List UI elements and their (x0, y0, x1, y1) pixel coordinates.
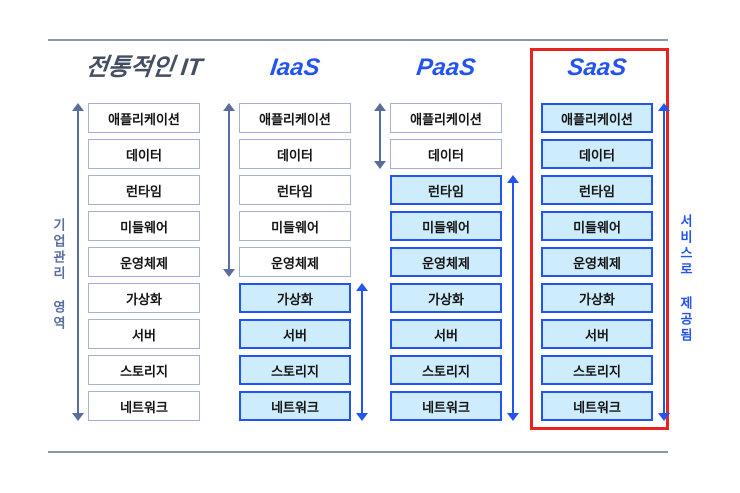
service-provided-arrow-iaas-line (361, 288, 363, 416)
layer-box-paas-8: 스토리지 (390, 355, 502, 385)
layer-box-saas-9: 네트워크 (541, 391, 653, 421)
layer-box-paas-4: 미들웨어 (390, 211, 502, 241)
saas-highlight-box (530, 48, 669, 430)
layer-box-saas-3: 런타임 (541, 175, 653, 205)
column-title-saas: SaaS (566, 54, 629, 81)
layer-box-iaas-1: 애플리케이션 (239, 103, 351, 133)
layer-box-iaas-5: 운영체제 (239, 247, 351, 277)
company-managed-arrow-traditional-it-line (77, 108, 79, 416)
layer-box-traditional-it-7: 서버 (88, 319, 200, 349)
layer-box-saas-2: 데이터 (541, 139, 653, 169)
layer-box-paas-1: 애플리케이션 (390, 103, 502, 133)
layer-box-traditional-it-9: 네트워크 (88, 391, 200, 421)
layer-box-traditional-it-1: 애플리케이션 (88, 103, 200, 133)
service-provided-arrow-paas-line (512, 180, 514, 416)
layer-box-traditional-it-8: 스토리지 (88, 355, 200, 385)
service-provided-arrow-saas-line (663, 108, 665, 416)
service-provided-arrow-iaas (356, 283, 368, 421)
column-title-iaas: IaaS (268, 54, 322, 81)
column-title-paas: PaaS (415, 54, 478, 81)
layer-box-traditional-it-6: 가상화 (88, 283, 200, 313)
provided-as-service-label: 서비스로 제공됨 (678, 214, 693, 344)
layer-box-iaas-6: 가상화 (239, 283, 351, 313)
layer-box-iaas-8: 스토리지 (239, 355, 351, 385)
company-managed-arrow-paas (374, 103, 386, 169)
company-managed-arrow-iaas (223, 103, 235, 277)
layer-box-traditional-it-4: 미들웨어 (88, 211, 200, 241)
service-provided-arrow-saas (658, 103, 670, 421)
service-provided-arrow-paas (507, 175, 519, 421)
layer-box-saas-5: 운영체제 (541, 247, 653, 277)
layer-box-saas-4: 미들웨어 (541, 211, 653, 241)
layer-box-saas-1: 애플리케이션 (541, 103, 653, 133)
layer-box-iaas-7: 서버 (239, 319, 351, 349)
company-managed-arrow-traditional-it (72, 103, 84, 421)
bottom-divider-line (48, 451, 668, 453)
layer-box-saas-8: 스토리지 (541, 355, 653, 385)
layer-box-iaas-2: 데이터 (239, 139, 351, 169)
company-managed-arrow-paas-line (379, 108, 381, 164)
layer-box-paas-9: 네트워크 (390, 391, 502, 421)
layer-box-traditional-it-5: 운영체제 (88, 247, 200, 277)
layer-box-paas-6: 가상화 (390, 283, 502, 313)
layer-box-traditional-it-3: 런타임 (88, 175, 200, 205)
company-managed-arrow-iaas-line (228, 108, 230, 272)
layer-box-saas-6: 가상화 (541, 283, 653, 313)
layer-box-iaas-9: 네트워크 (239, 391, 351, 421)
layer-box-paas-5: 운영체제 (390, 247, 502, 277)
layer-box-paas-7: 서버 (390, 319, 502, 349)
top-divider-line (48, 39, 668, 41)
company-managed-label: 기업관리 영역 (51, 218, 66, 332)
layer-box-paas-3: 런타임 (390, 175, 502, 205)
layer-box-iaas-3: 런타임 (239, 175, 351, 205)
column-title-traditional-it: 전통적인 IT (84, 54, 204, 81)
layer-box-traditional-it-2: 데이터 (88, 139, 200, 169)
layer-box-iaas-4: 미들웨어 (239, 211, 351, 241)
layer-box-saas-7: 서버 (541, 319, 653, 349)
layer-box-paas-2: 데이터 (390, 139, 502, 169)
